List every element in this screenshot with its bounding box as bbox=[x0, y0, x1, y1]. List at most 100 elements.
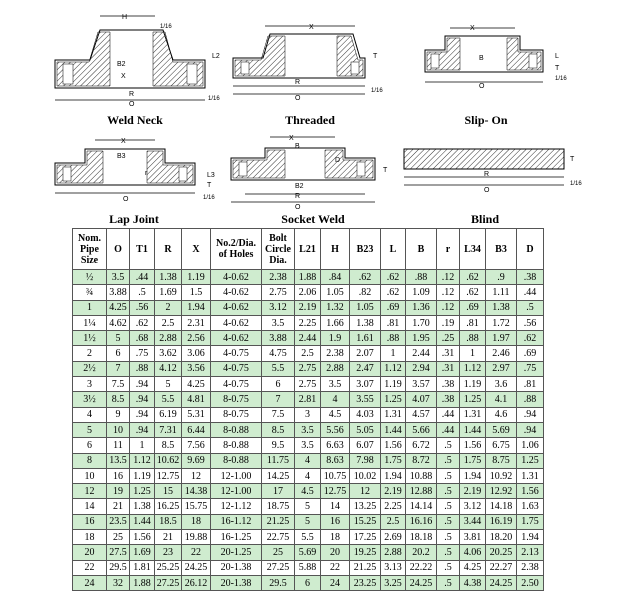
table-cell: 14 bbox=[72, 498, 107, 515]
table-cell: 21.25 bbox=[261, 513, 295, 531]
table-cell: 7.5 bbox=[261, 406, 295, 423]
table-cell: 13.25 bbox=[349, 498, 381, 515]
table-cell: 4-0.62 bbox=[210, 299, 262, 316]
table-cell: ½ bbox=[72, 268, 107, 286]
table-cell: 1.94 bbox=[516, 529, 544, 546]
table-cell: 3.12 bbox=[261, 299, 295, 316]
header-r: R bbox=[154, 228, 182, 270]
table-cell: 1.75 bbox=[459, 452, 486, 469]
svg-text:O: O bbox=[123, 196, 129, 203]
table-cell: .19 bbox=[436, 314, 460, 332]
table-cell: .81 bbox=[459, 314, 486, 332]
table-cell: 12 bbox=[349, 483, 381, 500]
table-cell: 2.06 bbox=[294, 284, 321, 301]
table-cell: 6.63 bbox=[320, 437, 350, 454]
table-cell: 7.56 bbox=[181, 437, 211, 454]
table-cell: 1¼ bbox=[72, 314, 107, 332]
table-cell: 3.5 bbox=[261, 314, 295, 332]
table-cell: ¾ bbox=[72, 284, 107, 301]
table-cell: .94 bbox=[129, 421, 155, 439]
table-cell: 16-1.12 bbox=[210, 513, 262, 531]
table-cell: .84 bbox=[320, 268, 350, 286]
table-cell: 1.19 bbox=[129, 467, 155, 485]
table-cell: 4.75 bbox=[261, 345, 295, 362]
table-cell: 3 bbox=[72, 376, 107, 393]
table-cell: 12.92 bbox=[485, 483, 517, 500]
table-cell: 7 bbox=[106, 360, 130, 378]
table-cell: .81 bbox=[516, 376, 544, 393]
table-cell: 16 bbox=[106, 467, 130, 485]
table-cell: 1.56 bbox=[380, 437, 406, 454]
table-cell: .38 bbox=[436, 391, 460, 408]
header-b3: B3 bbox=[485, 228, 517, 270]
table-cell: 15.25 bbox=[349, 513, 381, 531]
table-cell: 4.1 bbox=[485, 391, 517, 408]
table-cell: 16 bbox=[320, 513, 350, 531]
table-cell: .5 bbox=[129, 284, 155, 301]
table-cell: 5.56 bbox=[320, 421, 350, 439]
table-cell: 1.75 bbox=[516, 513, 544, 531]
table-cell: 5 bbox=[154, 376, 182, 393]
table-cell: 24.25 bbox=[181, 559, 211, 576]
table-cell: 2.94 bbox=[405, 360, 437, 378]
table-cell: 2.38 bbox=[516, 559, 544, 576]
table-cell: 5.88 bbox=[294, 559, 321, 576]
table-cell: 23 bbox=[154, 544, 182, 561]
table-cell: 1.38 bbox=[349, 314, 381, 332]
table-cell: .62 bbox=[349, 268, 381, 286]
table-cell: 2.44 bbox=[294, 330, 321, 347]
table-cell: .88 bbox=[405, 268, 437, 286]
table-cell: .44 bbox=[436, 421, 460, 439]
table-cell: 5 bbox=[106, 330, 130, 347]
table-cell: 22.75 bbox=[261, 529, 295, 546]
table-cell: 22 bbox=[72, 559, 107, 576]
table-cell: 13.5 bbox=[106, 452, 130, 469]
table-cell: 3.13 bbox=[380, 559, 406, 576]
table-cell: 6 bbox=[106, 345, 130, 362]
table-cell: 9 bbox=[106, 406, 130, 423]
table-cell: 3.81 bbox=[459, 529, 486, 546]
table-cell: 32 bbox=[106, 574, 130, 592]
table-cell: 1.32 bbox=[320, 299, 350, 316]
table-cell: 2.44 bbox=[405, 345, 437, 362]
table-cell: 1.75 bbox=[380, 452, 406, 469]
table-cell: 10.62 bbox=[154, 452, 182, 469]
table-cell: 12.88 bbox=[405, 483, 437, 500]
table-cell: 4-0.62 bbox=[210, 284, 262, 301]
table-cell: 1.72 bbox=[485, 314, 517, 332]
table-cell: 3.56 bbox=[181, 360, 211, 378]
svg-text:O: O bbox=[484, 187, 490, 194]
table-cell: 12.75 bbox=[320, 483, 350, 500]
svg-text:O: O bbox=[479, 83, 485, 90]
table-cell: 7.98 bbox=[349, 452, 381, 469]
table-cell: 5.5 bbox=[294, 529, 321, 546]
table-cell: 1 bbox=[129, 437, 155, 454]
table-cell: 18 bbox=[72, 529, 107, 546]
table-cell: 12 bbox=[72, 483, 107, 500]
table-cell: 23.5 bbox=[106, 513, 130, 531]
table-cell: .69 bbox=[516, 345, 544, 362]
table-cell: .5 bbox=[436, 544, 460, 561]
table-cell: 19.88 bbox=[181, 529, 211, 546]
header-l: L bbox=[380, 228, 406, 270]
header-t1: T1 bbox=[129, 228, 155, 270]
table-cell: 2.5 bbox=[294, 345, 321, 362]
table-cell: 4.38 bbox=[459, 574, 486, 592]
table-cell: .62 bbox=[516, 330, 544, 347]
table-cell: 1 bbox=[380, 345, 406, 362]
table-cell: 15.75 bbox=[181, 498, 211, 515]
table-cell: 1 bbox=[459, 345, 486, 362]
table-cell: 1.56 bbox=[459, 437, 486, 454]
table-cell: 1.36 bbox=[405, 299, 437, 316]
table-cell: .62 bbox=[380, 284, 406, 301]
table-cell: .5 bbox=[436, 467, 460, 485]
table-cell: 3.5 bbox=[294, 421, 321, 439]
